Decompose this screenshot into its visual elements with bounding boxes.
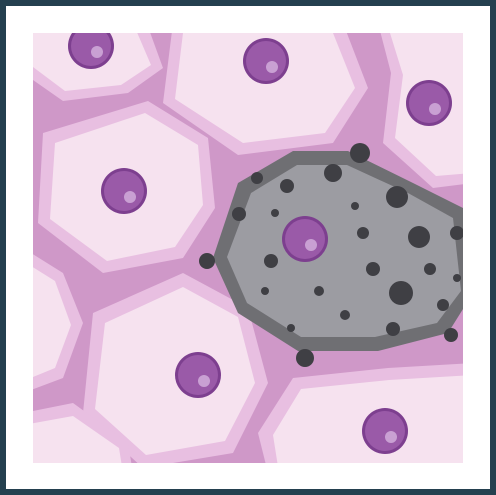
granule-icon (261, 287, 269, 295)
nucleus-icon (243, 38, 289, 84)
cell-left-edge (33, 254, 83, 390)
granule-icon (199, 253, 215, 269)
granule-icon (437, 299, 449, 311)
nucleus-group (68, 33, 452, 454)
granule-icon (280, 179, 294, 193)
granule-icon (386, 322, 400, 336)
granule-icon (357, 227, 369, 239)
granule-icon (424, 263, 436, 275)
nucleus-icon (68, 33, 114, 69)
nucleus-icon (101, 168, 147, 214)
granule-icon (314, 286, 324, 296)
granule-icon (251, 172, 263, 184)
nucleus-icon (362, 408, 408, 454)
granule-icon (453, 274, 461, 282)
granule-icon (366, 262, 380, 276)
granule-icon (340, 310, 350, 320)
cell-bottom-left (33, 403, 132, 463)
granule-icon (386, 186, 408, 208)
cell-illustration (33, 33, 463, 463)
nucleus-icon (406, 80, 452, 126)
picture-mat (6, 6, 490, 489)
granule-icon (296, 349, 314, 367)
granule-icon (450, 226, 463, 240)
granule-icon (232, 207, 246, 221)
granule-icon (408, 226, 430, 248)
granule-icon (350, 143, 370, 163)
nucleus-icon (282, 216, 328, 262)
granule-icon (351, 202, 359, 210)
cells-svg (33, 33, 463, 463)
granule-icon (287, 324, 295, 332)
granule-group (199, 143, 463, 367)
nucleus-icon (175, 352, 221, 398)
granule-icon (389, 281, 413, 305)
cell-bottom-center-left (83, 273, 268, 463)
cell-top-center (163, 33, 368, 155)
granule-icon (264, 254, 278, 268)
granule-icon (271, 209, 279, 217)
granule-icon (324, 164, 342, 182)
granule-icon (444, 328, 458, 342)
